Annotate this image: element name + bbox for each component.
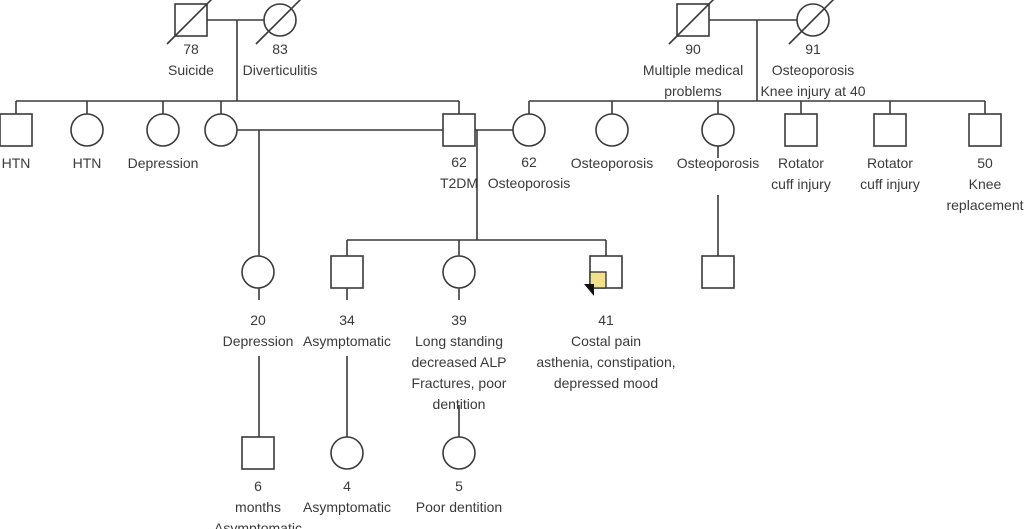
person-label: Osteoporosis (571, 155, 653, 171)
person-fex (204, 113, 238, 147)
person-label: depressed mood (554, 375, 658, 391)
person-label: 41 (598, 312, 614, 328)
person-label: problems (664, 83, 722, 99)
female-symbol (442, 436, 476, 470)
female-symbol (70, 113, 104, 147)
person-label: 78 (183, 41, 199, 57)
person-label: replacement (946, 197, 1023, 213)
male-symbol (701, 255, 735, 289)
person-label: cuff injury (771, 176, 831, 192)
person-label: T2DM (440, 175, 478, 191)
person-label: HTN (2, 155, 31, 171)
female-symbol (146, 113, 180, 147)
person-label: months (235, 499, 281, 515)
person-label: decreased ALP (412, 354, 507, 370)
person-mu2: Rotator cuff injury (860, 113, 920, 192)
deceased-slash (255, 0, 302, 45)
person-pu1: HTN (0, 113, 33, 171)
person-label: Poor dentition (416, 499, 502, 515)
person-label: Diverticulitis (243, 62, 318, 78)
person-label: Depression (223, 333, 294, 349)
pedigree-lines (15, 19, 986, 437)
person-label: Rotator (778, 155, 824, 171)
person-label: asthenia, constipation, (536, 354, 675, 370)
person-label: 34 (339, 312, 355, 328)
person-label: Osteoporosis (488, 175, 570, 191)
deceased-slash (166, 0, 213, 45)
male-symbol (442, 113, 476, 147)
person-label: dentition (433, 396, 486, 412)
person-label: 62 (451, 154, 467, 170)
person-pa1: HTN (70, 113, 104, 171)
person-label: 39 (451, 312, 467, 328)
female-symbol (330, 436, 364, 470)
male-symbol (784, 113, 818, 147)
person-label: HTN (73, 155, 102, 171)
person-label: 90 (685, 41, 701, 57)
person-label: Suicide (168, 62, 214, 78)
person-label: Knee injury at 40 (760, 83, 865, 99)
person-label: Long standing (415, 333, 503, 349)
female-symbol (241, 255, 275, 289)
person-label: 20 (250, 312, 266, 328)
person-label: Multiple medical (643, 62, 743, 78)
person-cousin (701, 255, 735, 289)
person-label: 6 (254, 478, 262, 494)
person-label: 62 (521, 154, 537, 170)
male-symbol (873, 113, 907, 147)
male-symbol (0, 113, 33, 147)
male-symbol (330, 255, 364, 289)
proband-arrow-icon (584, 284, 594, 296)
person-mu1: Rotator cuff injury (771, 113, 831, 192)
person-label: 50 (977, 155, 993, 171)
male-symbol (241, 436, 275, 470)
person-label: Fractures, poor (412, 375, 507, 391)
person-pa2: Depression (128, 113, 199, 171)
person-label: Depression (128, 155, 199, 171)
person-label: Osteoporosis (677, 155, 759, 171)
deceased-slash (668, 0, 715, 45)
person-label: 5 (455, 478, 463, 494)
person-label: cuff injury (860, 176, 920, 192)
person-label: Knee (969, 176, 1002, 192)
person-label: 4 (343, 478, 351, 494)
male-symbol (968, 113, 1002, 147)
person-label: Rotator (867, 155, 913, 171)
female-symbol (442, 255, 476, 289)
person-label: 91 (805, 41, 821, 57)
person-ma1: Osteoporosis (571, 113, 653, 171)
person-label: Asymptomatic (303, 333, 391, 349)
deceased-slash (788, 0, 835, 45)
person-label: 83 (272, 41, 288, 57)
female-symbol (512, 113, 546, 147)
female-symbol (595, 113, 629, 147)
female-symbol (204, 113, 238, 147)
female-symbol (701, 113, 735, 147)
person-ma2: Osteoporosis (677, 113, 759, 171)
person-label: Asymptomatic (303, 499, 391, 515)
person-label: Asymptomatic (214, 520, 302, 529)
person-label: Osteoporosis (772, 62, 854, 78)
person-label: Costal pain (571, 333, 641, 349)
